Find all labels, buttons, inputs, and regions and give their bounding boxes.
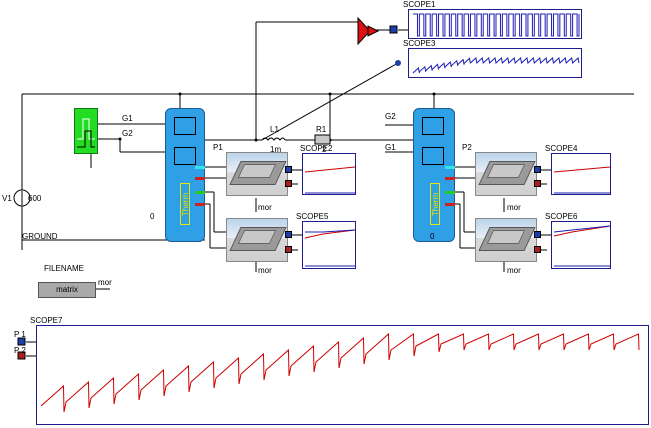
r1-label: R1 bbox=[316, 125, 327, 134]
pin-cyan-right bbox=[445, 166, 455, 169]
pin-red-left bbox=[195, 177, 205, 180]
scope4-display[interactable] bbox=[551, 153, 611, 195]
igbt-icon bbox=[174, 147, 196, 165]
voltage-source-icon[interactable] bbox=[13, 189, 31, 207]
therm-label-right: Therm bbox=[430, 183, 440, 225]
port-red[interactable] bbox=[534, 246, 541, 253]
p2-label: P2 bbox=[462, 143, 472, 152]
thermal-model-thumbnail[interactable] bbox=[226, 152, 288, 196]
port-red[interactable] bbox=[285, 180, 292, 187]
mor-label: mor bbox=[258, 203, 272, 212]
v1-value: 600 bbox=[28, 194, 42, 203]
mor-label: mor bbox=[258, 266, 272, 275]
amplifier-icon[interactable] bbox=[357, 16, 380, 46]
scope6-trace bbox=[553, 225, 611, 267]
scope1-label: SCOPE1 bbox=[403, 0, 436, 9]
scope2-label: SCOPE2 bbox=[300, 144, 333, 153]
g1-left-label: G1 bbox=[122, 114, 133, 123]
scope2-display[interactable] bbox=[302, 153, 356, 195]
igbt-icon bbox=[174, 117, 196, 135]
g2-right-label: G2 bbox=[385, 112, 396, 121]
zero-label: 0 bbox=[430, 232, 435, 241]
scope5-display[interactable] bbox=[302, 221, 356, 269]
therm-label-left: Therm bbox=[180, 183, 190, 225]
scope7-port-1[interactable] bbox=[17, 337, 26, 346]
file-block-label: matrix bbox=[56, 285, 78, 294]
scope7-trace bbox=[40, 332, 640, 413]
resistor-icon[interactable] bbox=[314, 134, 331, 145]
wires bbox=[21, 21, 634, 357]
junctions bbox=[118, 92, 436, 142]
scope3-trace bbox=[412, 57, 580, 74]
scope7-series-line bbox=[40, 332, 640, 413]
igbt-icon bbox=[422, 147, 444, 165]
scope6-display[interactable] bbox=[551, 221, 611, 269]
pin-green-left bbox=[195, 191, 205, 194]
scope1-series-line bbox=[413, 13, 580, 37]
scope5-label: SCOPE5 bbox=[296, 212, 329, 221]
pin-red2-left bbox=[195, 203, 205, 206]
scope7-p2-label: P 2 bbox=[14, 346, 26, 355]
igbt-icon bbox=[422, 117, 444, 135]
thermal-model-thumbnail[interactable] bbox=[475, 218, 537, 262]
l1-value: 1m bbox=[270, 145, 282, 154]
pin-cyan-left bbox=[195, 166, 205, 169]
l1-label: L1 bbox=[270, 125, 279, 134]
scope1-display[interactable] bbox=[408, 9, 582, 39]
r1-value: 2 bbox=[322, 145, 327, 154]
port-blue[interactable] bbox=[534, 166, 541, 173]
scope7-port-2[interactable] bbox=[17, 351, 26, 360]
port-blue[interactable] bbox=[285, 166, 292, 173]
scope3-probe-dot[interactable] bbox=[395, 60, 401, 66]
port-red[interactable] bbox=[285, 246, 292, 253]
thermal-model-thumbnail[interactable] bbox=[226, 218, 288, 262]
ground-label: GROUND bbox=[22, 232, 58, 241]
mor-label: mor bbox=[507, 203, 521, 212]
scope3-display[interactable] bbox=[408, 48, 582, 78]
scope4-label: SCOPE4 bbox=[545, 144, 578, 153]
v1-label: V1 bbox=[2, 194, 12, 203]
pin-red2-right bbox=[445, 203, 455, 206]
pin-green-right bbox=[445, 191, 455, 194]
scope3-series-line bbox=[412, 57, 580, 74]
scope7-p1-label: P 1 bbox=[14, 330, 26, 339]
pulse-waveform-icon bbox=[77, 118, 95, 148]
thermal-model-thumbnail[interactable] bbox=[475, 152, 537, 196]
scope5-trace bbox=[304, 229, 356, 267]
filename-label: FILENAME bbox=[44, 264, 85, 273]
scope1-trace bbox=[413, 13, 580, 37]
g2-left-label: G2 bbox=[122, 129, 133, 138]
zero-label: 0 bbox=[150, 212, 155, 221]
scope4-trace bbox=[553, 166, 611, 194]
p1-label: P1 bbox=[213, 143, 223, 152]
scope1-input-port[interactable] bbox=[389, 25, 398, 34]
g1-right-label: G1 bbox=[385, 143, 396, 152]
scope7-label: SCOPE7 bbox=[30, 316, 63, 325]
inductor-icon[interactable] bbox=[261, 137, 286, 141]
scope6-label: SCOPE6 bbox=[545, 212, 578, 221]
scope7-display[interactable] bbox=[36, 325, 649, 425]
file-block[interactable]: matrix bbox=[38, 282, 96, 298]
igbt-module-right[interactable]: Therm bbox=[413, 108, 455, 242]
file-out-label: mor bbox=[98, 278, 112, 287]
pulse-generator-icon[interactable] bbox=[74, 108, 98, 154]
port-blue[interactable] bbox=[285, 231, 292, 238]
port-red[interactable] bbox=[534, 180, 541, 187]
scope2-trace bbox=[304, 166, 356, 194]
mor-label: mor bbox=[507, 266, 521, 275]
scope3-label: SCOPE3 bbox=[403, 39, 436, 48]
port-blue[interactable] bbox=[534, 231, 541, 238]
pin-red-right bbox=[445, 177, 455, 180]
igbt-module-left[interactable]: Therm bbox=[165, 108, 205, 242]
